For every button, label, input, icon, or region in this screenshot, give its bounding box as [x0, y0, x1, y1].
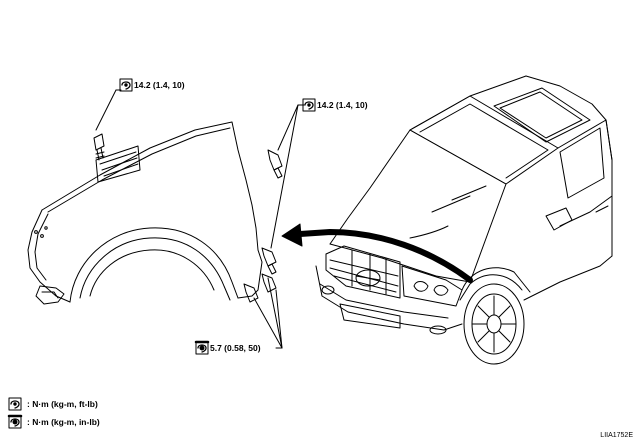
top-bolt-torque-label: 14.2 (1.4, 10) [134, 80, 185, 90]
legend-row-ft-lb: : N·m (kg-m, ft-lb) [23, 398, 98, 410]
front-fender [27, 121, 263, 305]
leader-lines [95, 89, 305, 349]
legend-icon-ft-lb [8, 397, 22, 411]
callout-side-icon [302, 98, 316, 112]
legend-text-ft-lb: : N·m (kg-m, ft-lb) [27, 399, 98, 409]
legend-text-in-lb: : N·m (kg-m, in-lb) [27, 417, 100, 427]
reference-code: LIIA1752E [600, 432, 633, 439]
pickup-truck [315, 75, 613, 365]
callout-top-icon [119, 78, 133, 92]
legend-row-in-lb: : N·m (kg-m, in-lb) [23, 416, 100, 428]
side-bolts [243, 149, 283, 303]
upper-side-bolts-torque-label: 14.2 (1.4, 10) [317, 100, 368, 110]
lower-bolts-torque-label: 5.7 (0.58, 50) [210, 343, 261, 353]
legend-icon-in-lb [7, 414, 23, 429]
callout-lower-icon [194, 340, 210, 355]
